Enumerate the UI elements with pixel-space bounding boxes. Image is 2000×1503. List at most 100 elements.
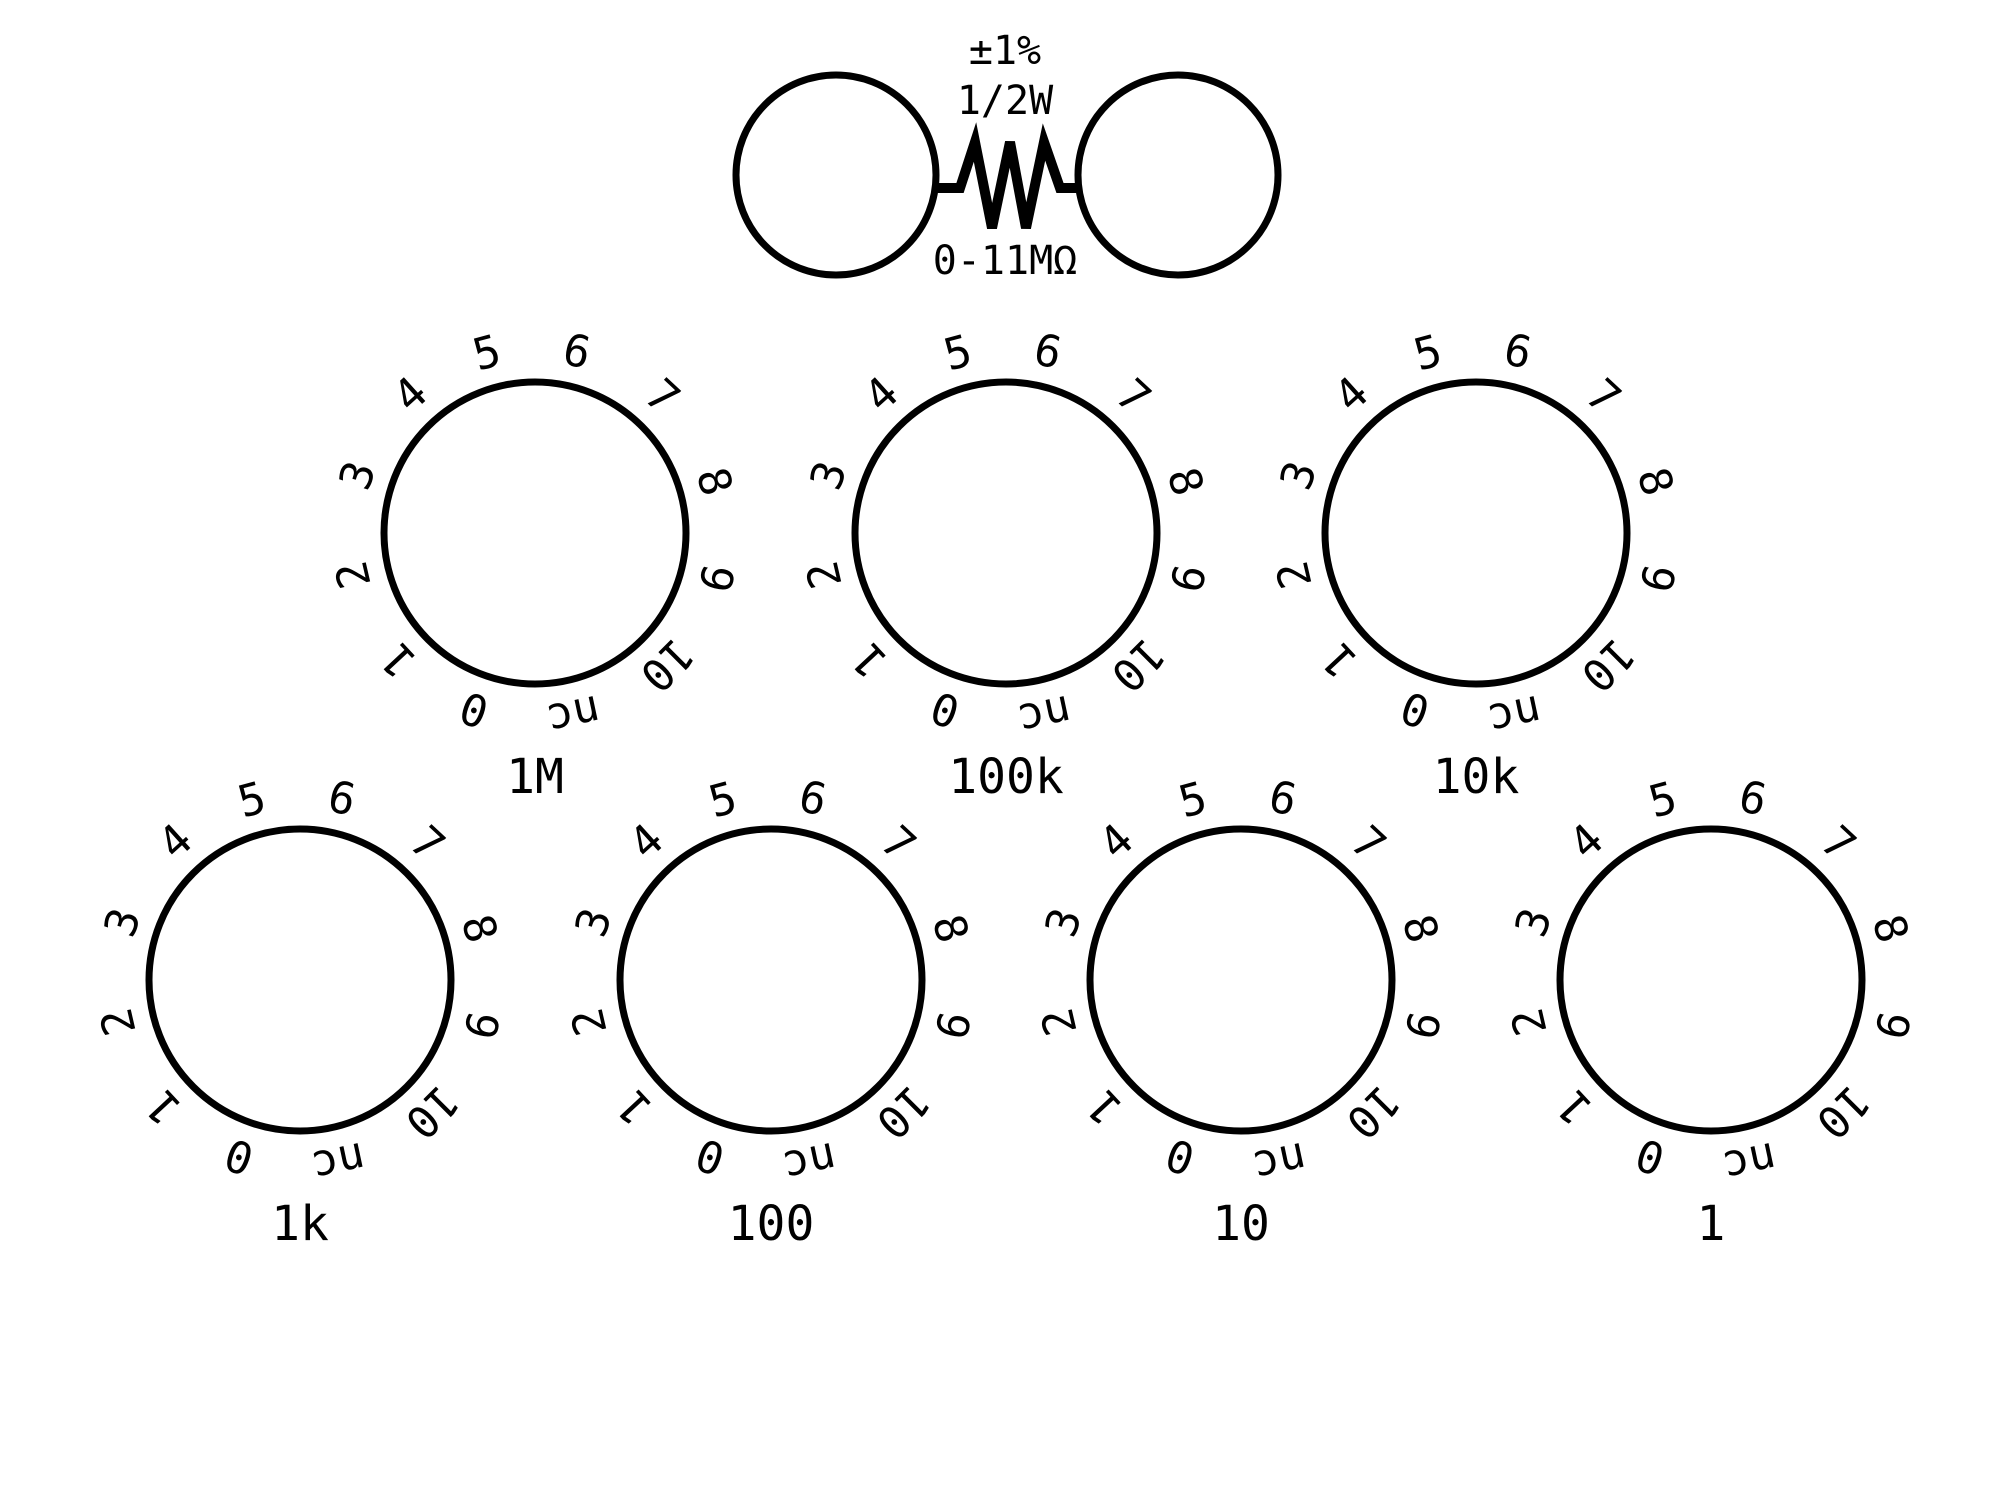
dial-position-label: 6 xyxy=(558,324,595,380)
dial-position-label: 8 xyxy=(1157,462,1213,502)
dial-ring[interactable] xyxy=(380,378,690,688)
dial-position-label: 1 xyxy=(1312,633,1367,687)
dial-position-label: 4 xyxy=(384,367,438,423)
header-group: ±1% 1/2W 0-11MΩ xyxy=(732,28,1282,284)
dial-position-label: 5 xyxy=(1409,325,1448,381)
dial-position-label: 0 xyxy=(690,1127,732,1184)
dial-position-label: 9 xyxy=(453,1006,509,1044)
dial-position-label: 7 xyxy=(871,816,925,871)
dial-position-label: 5 xyxy=(1174,772,1213,828)
dial-position-label: 8 xyxy=(451,909,507,949)
right-binding-post[interactable] xyxy=(1074,71,1282,279)
dial-position-label: 4 xyxy=(1090,814,1144,870)
dial-position-label: 2 xyxy=(326,556,382,593)
dial-ring[interactable] xyxy=(616,825,926,1135)
dial-position-label: 1 xyxy=(136,1080,191,1134)
dial-position-label: 2 xyxy=(91,1003,147,1040)
dial-position-label: 2 xyxy=(1502,1003,1558,1040)
left-binding-post[interactable] xyxy=(732,71,940,279)
dial-position-label: 6 xyxy=(323,771,360,827)
dial-position-label: nc xyxy=(1483,684,1545,745)
dial-position-label: 1 xyxy=(1077,1080,1132,1134)
dial-position-label: nc xyxy=(778,1131,840,1192)
dial-position-label: 7 xyxy=(1576,369,1630,424)
resistance-range-label: 0-11MΩ xyxy=(933,238,1078,284)
dial-multiplier-label: 1M xyxy=(506,749,564,805)
dial-position-label: 2 xyxy=(1032,1003,1088,1040)
dial-position-label: 8 xyxy=(1392,909,1448,949)
dial-position-label: nc xyxy=(1718,1131,1780,1192)
dial-position-label: 0 xyxy=(454,680,496,737)
dial-position-label: 5 xyxy=(233,772,272,828)
dial-position-label: 0 xyxy=(219,1127,261,1184)
dial-position-label: 3 xyxy=(1036,902,1093,943)
dial-position-label: 8 xyxy=(1627,462,1683,502)
dial-position-label: 9 xyxy=(924,1006,980,1044)
dial-position-label: 5 xyxy=(468,325,507,381)
dial-position-label: 3 xyxy=(330,455,387,496)
dial-position-label: nc xyxy=(307,1131,369,1192)
dial-multiplier-label: 1k xyxy=(271,1196,329,1252)
dial-position-label: 8 xyxy=(1862,909,1918,949)
dial-position-label: 7 xyxy=(635,369,689,424)
dial-multiplier-label: 100k xyxy=(948,749,1064,805)
dial-position-label: 6 xyxy=(1029,324,1066,380)
dial-position-label: 0 xyxy=(1160,1127,1202,1184)
dial-position-label: 4 xyxy=(1560,814,1614,870)
dial-position-label: 7 xyxy=(400,816,454,871)
dial-ring[interactable] xyxy=(1321,378,1631,688)
dial-ring[interactable] xyxy=(1086,825,1396,1135)
power-rating-label: 1/2W xyxy=(957,78,1054,124)
dial-position-label: 3 xyxy=(566,902,623,943)
dial-position-label: 5 xyxy=(939,325,978,381)
dial-position-label: 5 xyxy=(1644,772,1683,828)
dial-position-label: 4 xyxy=(149,814,203,870)
dial-position-label: 9 xyxy=(1864,1006,1920,1044)
dial-ring[interactable] xyxy=(851,378,1161,688)
dial-position-label: 2 xyxy=(1267,556,1323,593)
dial-position-label: 4 xyxy=(1325,367,1379,423)
tolerance-label: ±1% xyxy=(969,28,1041,74)
dial-position-label: 4 xyxy=(855,367,909,423)
dial-position-label: 8 xyxy=(922,909,978,949)
dial-position-label: 5 xyxy=(704,772,743,828)
dial-position-label: 3 xyxy=(801,455,858,496)
dial-ring[interactable] xyxy=(1556,825,1866,1135)
dial-position-label: 9 xyxy=(1394,1006,1450,1044)
dial-position-label: 2 xyxy=(797,556,853,593)
dial-multiplier-label: 1 xyxy=(1697,1196,1726,1252)
dial-multiplier-label: 10k xyxy=(1433,749,1520,805)
dial-ring[interactable] xyxy=(145,825,455,1135)
dial-position-label: nc xyxy=(1013,684,1075,745)
dial-position-label: 9 xyxy=(1159,559,1215,597)
dial-position-label: 7 xyxy=(1106,369,1160,424)
dial-position-label: 9 xyxy=(1629,559,1685,597)
dial-position-label: 3 xyxy=(1506,902,1563,943)
dial-position-label: 9 xyxy=(688,559,744,597)
dial-position-label: 7 xyxy=(1811,816,1865,871)
dial-position-label: 1 xyxy=(607,1080,662,1134)
dial-position-label: 6 xyxy=(1499,324,1536,380)
dial-position-label: 1 xyxy=(371,633,426,687)
dial-multiplier-label: 100 xyxy=(728,1196,815,1252)
dial-position-label: nc xyxy=(542,684,604,745)
dial-position-label: 8 xyxy=(686,462,742,502)
dial-position-label: 7 xyxy=(1341,816,1395,871)
dial-position-label: 6 xyxy=(1264,771,1301,827)
dial-position-label: 3 xyxy=(95,902,152,943)
dial-position-label: 1 xyxy=(1547,1080,1602,1134)
dial-position-label: 0 xyxy=(1630,1127,1672,1184)
dial-position-label: 6 xyxy=(1734,771,1771,827)
resistor-icon xyxy=(936,122,1078,230)
dial-position-label: 0 xyxy=(925,680,967,737)
dial-position-label: 1 xyxy=(842,633,897,687)
